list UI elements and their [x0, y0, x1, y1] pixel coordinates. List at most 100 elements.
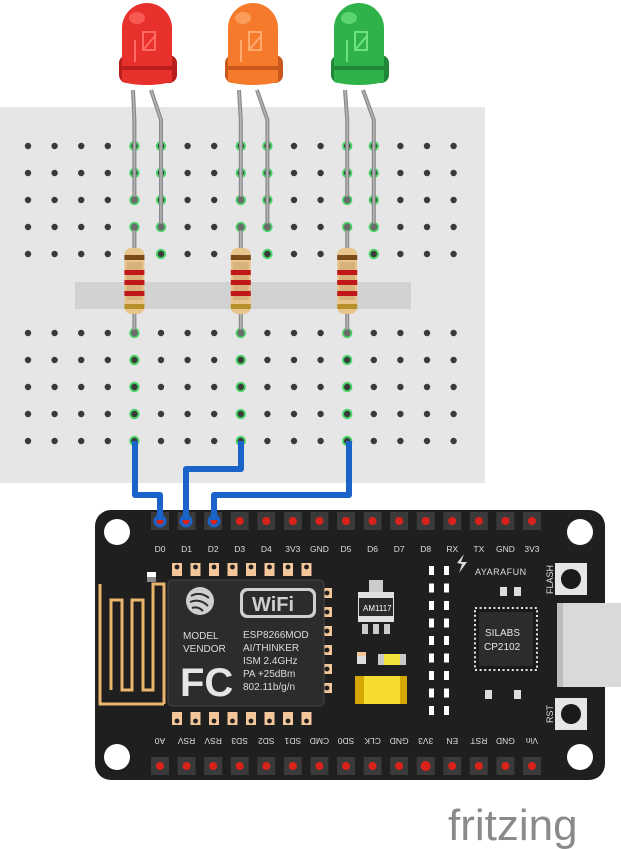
smd-component — [429, 653, 434, 663]
smd-component — [429, 688, 434, 698]
breadboard-hole — [317, 383, 324, 391]
breadboard-hole — [24, 142, 32, 150]
breadboard-hole — [157, 329, 165, 337]
breadboard-hole — [397, 142, 404, 150]
resistor-band — [337, 304, 358, 309]
pin-label-bottom: SD0 — [337, 736, 354, 746]
breadboard-hole — [104, 142, 112, 150]
breadboard-hole — [78, 410, 85, 418]
smd-component — [429, 636, 434, 645]
smd-component — [429, 618, 434, 628]
breadboard-hole — [184, 169, 191, 177]
breadboard-hole — [290, 383, 298, 391]
breadboard-hole — [423, 169, 431, 177]
breadboard-hole — [264, 437, 271, 445]
breadboard-hole — [290, 356, 298, 364]
tantalum-capacitor — [355, 676, 407, 704]
pin-label-top: 3V3 — [524, 544, 539, 554]
breadboard-hole — [264, 329, 271, 337]
module-pad — [283, 712, 293, 725]
breadboard-hole — [78, 329, 85, 337]
smd-component — [444, 671, 449, 680]
breadboard-hole — [423, 410, 431, 418]
breadboard-hole — [78, 142, 85, 150]
fritzing-logo: fritzing — [448, 801, 578, 849]
pin-label-bottom: SD2 — [258, 736, 275, 746]
breadboard-hole — [184, 410, 191, 418]
breadboard-hole — [104, 169, 112, 177]
breadboard-hole — [317, 196, 324, 204]
breadboard-hole — [290, 169, 298, 177]
mounting-hole — [104, 519, 130, 545]
breadboard-hole — [397, 329, 404, 337]
module-pad — [227, 712, 238, 725]
breadboard-hole — [423, 437, 431, 445]
module-pad — [190, 563, 201, 576]
breadboard-hole — [104, 223, 112, 231]
brand-label: AYARAFUN — [475, 567, 527, 577]
breadboard-hole — [450, 250, 457, 258]
usb-connector[interactable] — [557, 603, 621, 687]
pin-label-bottom: 3V3 — [418, 736, 433, 746]
breadboard-hole — [184, 196, 191, 204]
resistor-band — [337, 280, 358, 285]
breadboard-hole — [211, 329, 218, 337]
breadboard-hole — [423, 329, 431, 337]
module-pad — [246, 563, 256, 576]
pin-label-top: GND — [496, 544, 515, 554]
breadboard-hole — [51, 196, 58, 204]
fc-mark: FC — [180, 661, 233, 705]
breadboard-hole — [184, 329, 191, 337]
wifi-text: WiFi — [252, 594, 294, 616]
resistor-band — [230, 255, 251, 260]
module-pad — [301, 563, 312, 576]
breadboard-hole — [290, 329, 298, 337]
wire-end — [207, 514, 221, 528]
leds — [119, 3, 389, 85]
module-line: ESP8266MOD — [243, 630, 309, 641]
resistor-band — [337, 291, 358, 296]
breadboard-hole — [78, 169, 85, 177]
breadboard-hole — [211, 142, 218, 150]
breadboard-hole — [184, 142, 191, 150]
resistor-band — [124, 304, 145, 309]
pin-label-top: D2 — [208, 544, 219, 554]
breadboard-hole — [131, 356, 138, 364]
breadboard-hole — [370, 437, 377, 445]
resistor — [337, 248, 358, 314]
pin-label-top: D6 — [367, 544, 378, 554]
module-pad — [264, 563, 275, 576]
breadboard-hole — [104, 410, 112, 418]
breadboard-hole — [211, 196, 218, 204]
breadboard-hole — [450, 383, 457, 391]
wire-green-led-to-d2 — [211, 441, 352, 520]
pin-label-top: D1 — [181, 544, 192, 554]
breadboard-hole — [450, 142, 457, 150]
resistor-band — [124, 270, 145, 275]
breadboard-hole — [423, 196, 431, 204]
breadboard-hole — [78, 223, 85, 231]
breadboard-hole — [317, 356, 324, 364]
breadboard-hole — [370, 250, 377, 258]
pin-label-top: D3 — [234, 544, 245, 554]
pin-label-bottom: RSV — [204, 736, 222, 746]
lightning-icon — [457, 554, 467, 573]
mounting-hole — [567, 519, 593, 545]
breadboard-hole — [397, 223, 404, 231]
breadboard-hole — [211, 169, 218, 177]
breadboard-hole — [51, 356, 58, 364]
breadboard-hole — [78, 356, 85, 364]
breadboard-hole — [184, 383, 191, 391]
pin-label-bottom: GND — [496, 736, 515, 746]
breadboard-hole — [317, 329, 324, 337]
wire-end — [179, 514, 193, 528]
breadboard-hole — [78, 383, 85, 391]
module-line: 802.11b/g/n — [243, 682, 295, 693]
smd-component — [444, 566, 449, 575]
pin-label-bottom: RSV — [178, 736, 196, 746]
breadboard-hole — [423, 250, 431, 258]
breadboard-hole — [211, 250, 218, 258]
breadboard-hole — [290, 142, 298, 150]
